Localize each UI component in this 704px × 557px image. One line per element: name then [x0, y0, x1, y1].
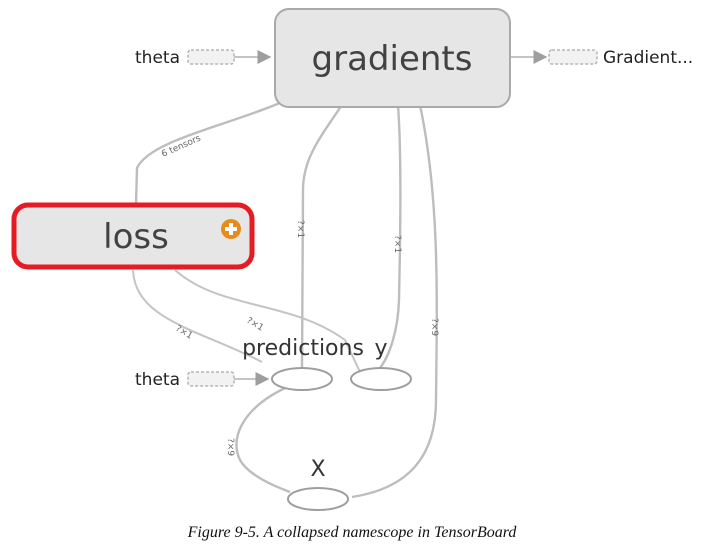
gradient-output-label: Gradient... [603, 48, 693, 68]
plus-circle-icon[interactable] [221, 219, 241, 239]
gradient-output-node[interactable]: Gradient... [548, 48, 693, 68]
edge-label-loss-predictions-a: ?×1 [174, 324, 195, 342]
edge-label-loss-predictions-b: ?×1 [245, 316, 266, 334]
edge-loss-to-predictions-b [174, 269, 361, 373]
edge-predictions-to-gradients [300, 104, 343, 369]
figure-caption: Figure 9-5. A collapsed namescope in Ten… [187, 524, 517, 541]
edge-label-predictions-gradients: ?×1 [295, 220, 305, 238]
gradients-node[interactable]: gradients [274, 8, 511, 108]
edge-label-x-gradients: ?×9 [429, 318, 439, 336]
predictions-label: predictions [242, 336, 364, 361]
y-node[interactable]: y [350, 336, 412, 391]
x-label: X [310, 457, 325, 482]
loss-node[interactable]: loss [11, 202, 255, 270]
edges [132, 50, 548, 499]
loss-label: loss [103, 217, 169, 257]
edge-y-to-gradients [379, 104, 402, 369]
edge-gradients-to-loss [134, 100, 283, 206]
edge-loss-to-predictions-a [132, 269, 263, 363]
theta-mid-label: theta [135, 370, 180, 390]
edge-x-to-gradients [351, 104, 438, 499]
predictions-node[interactable]: predictions [242, 336, 364, 391]
edge-labels: 6 tensors ?×1 ?×1 ?×9 ?×1 ?×1 ?×9 [160, 133, 439, 456]
theta-top-node[interactable]: theta [135, 48, 235, 68]
theta-top-label: theta [135, 48, 180, 68]
edge-label-x-predictions: ?×9 [225, 438, 235, 456]
x-node[interactable]: X [287, 457, 349, 511]
gradients-label: gradients [312, 39, 473, 79]
edge-label-y-gradients: ?×1 [392, 235, 402, 253]
y-label: y [374, 336, 387, 361]
edge-x-to-predictions [235, 386, 291, 494]
theta-mid-node[interactable]: theta [135, 370, 235, 390]
